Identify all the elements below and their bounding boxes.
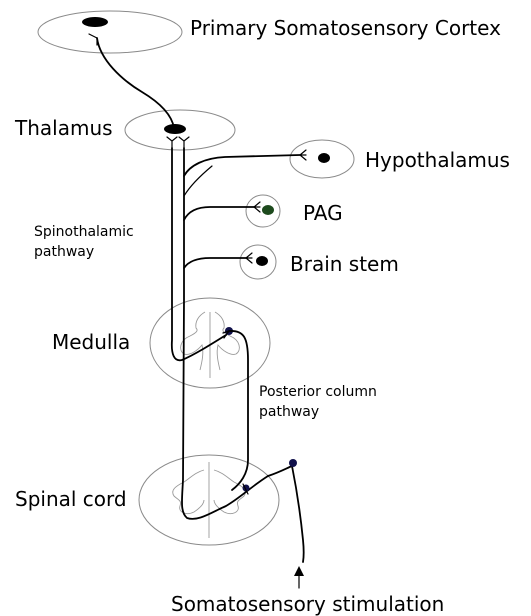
pag-neuron bbox=[262, 205, 274, 215]
cortex-neuron bbox=[82, 17, 108, 27]
pag-synapse-terminal bbox=[254, 202, 260, 212]
primary-afferent-fiber bbox=[268, 466, 304, 562]
spinothalamic-label-line-1: Spinothalamic bbox=[34, 222, 134, 242]
posterior-column-pathway-label: Posterior column pathway bbox=[259, 382, 377, 423]
stimulation-arrow-head bbox=[294, 566, 304, 576]
spinothalamic-pathway-label: Spinothalamic pathway bbox=[34, 222, 134, 263]
cortex-region bbox=[38, 11, 182, 53]
spinothalamic-label-line-2: pathway bbox=[34, 242, 134, 262]
dorsal-root-ganglion bbox=[289, 459, 297, 467]
posterior-label-line-2: pathway bbox=[259, 402, 377, 422]
thalamus-neuron bbox=[164, 124, 186, 134]
brain-stem-synapse-terminal bbox=[246, 253, 252, 263]
medulla-label: Medulla bbox=[52, 332, 130, 352]
posterior-label-line-1: Posterior column bbox=[259, 382, 377, 402]
thalamus-label: Thalamus bbox=[15, 118, 113, 138]
thalamus-synapse-terminals bbox=[167, 137, 189, 148]
cortex-synapse-terminal bbox=[89, 34, 97, 45]
cortex-label: Primary Somatosensory Cortex bbox=[190, 18, 501, 38]
spinal-cord-label: Spinal cord bbox=[15, 489, 127, 509]
stimulation-label: Somatosensory stimulation bbox=[171, 594, 444, 614]
collateral-brain-stem bbox=[184, 258, 246, 268]
collateral-hypothalamus bbox=[184, 155, 300, 176]
pag-label: PAG bbox=[303, 203, 343, 223]
brain-stem-label: Brain stem bbox=[290, 254, 399, 274]
medial-lemniscus-tract bbox=[172, 148, 226, 360]
hypothalamus-neuron bbox=[318, 153, 330, 163]
collateral-pag bbox=[184, 207, 254, 220]
brain-stem-neuron bbox=[256, 256, 268, 266]
hypothalamus-synapse-terminal bbox=[300, 150, 306, 160]
hypothalamus-label: Hypothalamus bbox=[365, 150, 510, 170]
posterior-column-tract bbox=[229, 331, 248, 490]
